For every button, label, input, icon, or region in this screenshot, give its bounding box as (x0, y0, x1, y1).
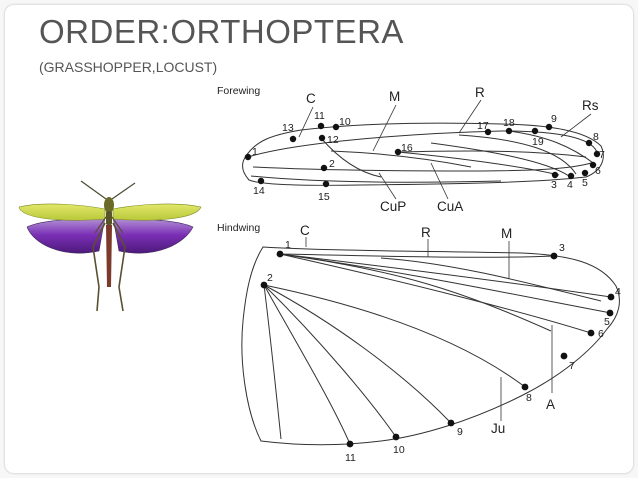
hindwing-vein-ju: Ju (491, 421, 505, 436)
forewing-label-2: 2 (329, 158, 335, 170)
hindwing-label: Hindwing (217, 222, 261, 234)
forewing-vein-cup: CuP (380, 199, 406, 214)
hindwing-label-4: 4 (615, 286, 621, 298)
forewing-point-12 (318, 134, 326, 142)
hindwing-label-5: 5 (604, 316, 610, 328)
forewing-label-5: 5 (582, 177, 588, 189)
hindwing-point-4 (607, 293, 615, 301)
hindwing-vein-c: C (300, 223, 310, 238)
forewing-point-19 (531, 127, 539, 135)
forewing-label-17: 17 (477, 120, 489, 132)
hindwing-label-9: 9 (457, 426, 463, 438)
hindwing-label-7: 7 (569, 360, 575, 372)
grasshopper-image (18, 180, 202, 312)
hindwing-point-5 (606, 309, 614, 317)
hindwing-label-10: 10 (393, 444, 405, 456)
hindwing-label-3: 3 (559, 242, 565, 254)
forewing-point-11 (317, 122, 325, 130)
forewing-point-17 (484, 128, 492, 136)
forewing-point-3 (551, 171, 559, 179)
forewing-label-6: 6 (595, 165, 601, 177)
forewing-label: Forewing (217, 85, 261, 97)
forewing-label-8: 8 (593, 131, 599, 143)
forewing-label-12: 12 (327, 134, 339, 146)
hindwing-point-1 (276, 250, 284, 258)
page-title: ORDER:ORTHOPTERA (39, 13, 404, 50)
hindwing-vein-r: R (421, 225, 431, 240)
hindwing-point-7 (560, 352, 568, 360)
hindwing-vein-a: A (546, 397, 555, 412)
forewing-point-9 (545, 123, 553, 131)
forewing-point-13 (289, 135, 297, 143)
forewing-point-4 (567, 172, 575, 180)
forewing-label-14: 14 (253, 185, 265, 197)
forewing-vein-cua: CuA (437, 199, 463, 214)
page-subtitle: (GRASSHOPPER,LOCUST) (39, 59, 218, 75)
forewing-label-11: 11 (314, 110, 325, 122)
forewing-vein-c: C (306, 91, 316, 106)
hindwing-label-1: 1 (285, 239, 291, 251)
forewing-vein-m: M (389, 89, 400, 104)
forewing-point-2 (320, 164, 328, 172)
forewing-point-15 (322, 180, 330, 188)
forewing-label-10: 10 (339, 116, 351, 128)
forewing-label-7: 7 (599, 149, 605, 161)
forewing-diagram: 1 2 3 4 5 6 7 8 9 10 11 12 13 14 15 16 1… (241, 85, 621, 464)
forewing-point-8 (585, 139, 593, 147)
forewing-label-19: 19 (532, 136, 544, 148)
hindwing-vein-m: M (501, 226, 512, 241)
hindwing-label-8: 8 (526, 392, 532, 404)
slide: ORDER:ORTHOPTERA (GRASSHOPPER,LOCUST) Fo… (4, 4, 634, 474)
hindwing-point-6 (587, 329, 595, 337)
forewing-point-14 (257, 177, 265, 185)
hindwing-label-2: 2 (267, 272, 273, 284)
hindwing-point-3 (550, 252, 558, 260)
forewing-label-3: 3 (551, 179, 557, 191)
forewing-point-1 (244, 153, 252, 161)
forewing-point-7 (593, 150, 601, 158)
forewing-point-16 (394, 148, 402, 156)
hindwing-point-8 (521, 383, 529, 391)
forewing-label-9: 9 (551, 113, 557, 125)
forewing-label-13: 13 (282, 122, 294, 134)
forewing-label-18: 18 (503, 117, 515, 129)
hindwing-label-6: 6 (598, 328, 604, 340)
forewing-point-18 (505, 127, 513, 135)
forewing-point-10 (332, 123, 340, 131)
forewing-label-4: 4 (567, 179, 573, 191)
forewing-point-5 (581, 169, 589, 177)
forewing-label-16: 16 (401, 142, 413, 154)
forewing-point-6 (589, 161, 597, 169)
hindwing-point-9 (447, 419, 455, 427)
hindwing-label-11: 11 (345, 452, 356, 464)
hindwing-point-10 (392, 433, 400, 441)
forewing-label-1: 1 (252, 146, 258, 158)
hindwing-point-11 (346, 440, 354, 448)
hindwing-point-2 (260, 281, 268, 289)
forewing-label-15: 15 (318, 191, 330, 203)
forewing-vein-r: R (475, 85, 485, 100)
forewing-vein-rs: Rs (582, 98, 599, 113)
